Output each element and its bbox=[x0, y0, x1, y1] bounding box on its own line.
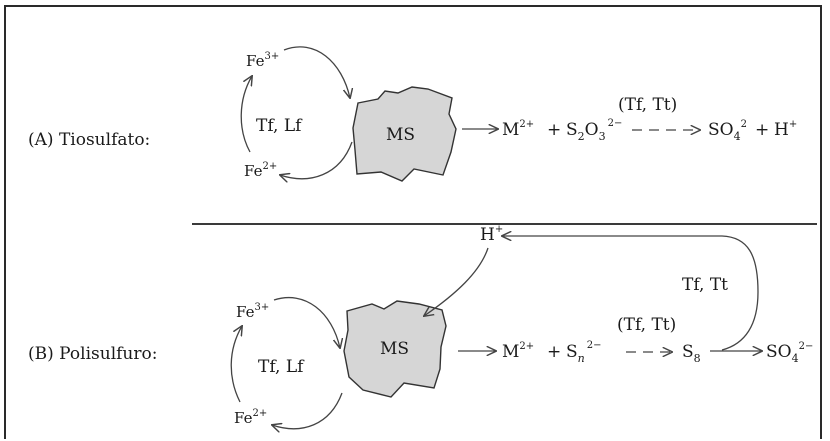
panel-b-mineral-shape bbox=[343, 300, 447, 398]
panel-b-ms-to-fe2-arrow bbox=[272, 392, 343, 429]
panel-a-plus-1: + bbox=[547, 120, 561, 140]
panel-a-plus-2: + bbox=[755, 120, 769, 140]
panel-a-title: (A) Tiosulfato: bbox=[28, 130, 150, 150]
panel-b-proton: H+ bbox=[480, 224, 503, 245]
panel-b-fe3-label: Fe3+ bbox=[236, 302, 269, 321]
panel-a-mineral-shape bbox=[352, 86, 457, 182]
panel-a-sulfate: SO42 bbox=[708, 119, 747, 143]
panel-b-reduction-arrow bbox=[230, 326, 242, 403]
panel-b-fe2-label: Fe2+ bbox=[234, 408, 267, 427]
panel-a-fe3-to-ms-arrow bbox=[283, 46, 350, 98]
panel-b-sulfate: SO42− bbox=[766, 341, 813, 365]
panel-b-loop-label: Tf, Tt bbox=[682, 275, 728, 295]
diagram-frame bbox=[4, 5, 822, 439]
panel-a-reduction-arrow bbox=[240, 76, 252, 153]
panel-a-fe3-label: Fe3+ bbox=[246, 51, 279, 70]
panel-b-catalyst-label: (Tf, Tt) bbox=[617, 315, 676, 335]
panel-a-cycle-label: Tf, Lf bbox=[256, 116, 303, 136]
panel-a-thiosulfate: S2O32− bbox=[566, 118, 622, 143]
panel-a-ms-to-fe2-arrow bbox=[280, 141, 353, 179]
panel-b-plus-1: + bbox=[547, 342, 561, 362]
panel-b-loop-arrow bbox=[502, 236, 759, 351]
panel-b: (B) Polisulfuro: Fe3+ Fe2+ Tf, Lf MS H+ … bbox=[28, 224, 813, 429]
panel-a-mineral-label: MS bbox=[386, 125, 415, 145]
panel-a: (A) Tiosulfato: Fe3+ Fe2+ Tf, Lf MS M2+ … bbox=[28, 46, 797, 182]
panel-divider bbox=[192, 223, 817, 225]
panel-b-mineral-label: MS bbox=[380, 339, 409, 359]
panel-b-cycle-label: Tf, Lf bbox=[258, 357, 305, 377]
panel-b-metal-ion: M2+ bbox=[502, 341, 534, 362]
panel-b-polysulfide: Sn2− bbox=[566, 340, 602, 365]
panel-b-proton-to-ms-arrow bbox=[424, 247, 489, 316]
panel-b-s8: S8 bbox=[682, 342, 701, 365]
panel-a-proton: H+ bbox=[774, 119, 797, 140]
panel-b-title: (B) Polisulfuro: bbox=[28, 344, 157, 364]
panel-a-catalyst-label: (Tf, Tt) bbox=[618, 95, 677, 115]
panel-a-metal-ion: M2+ bbox=[502, 119, 534, 140]
panel-a-fe2-label: Fe2+ bbox=[244, 161, 277, 180]
panel-b-fe3-to-ms-arrow bbox=[273, 296, 340, 348]
